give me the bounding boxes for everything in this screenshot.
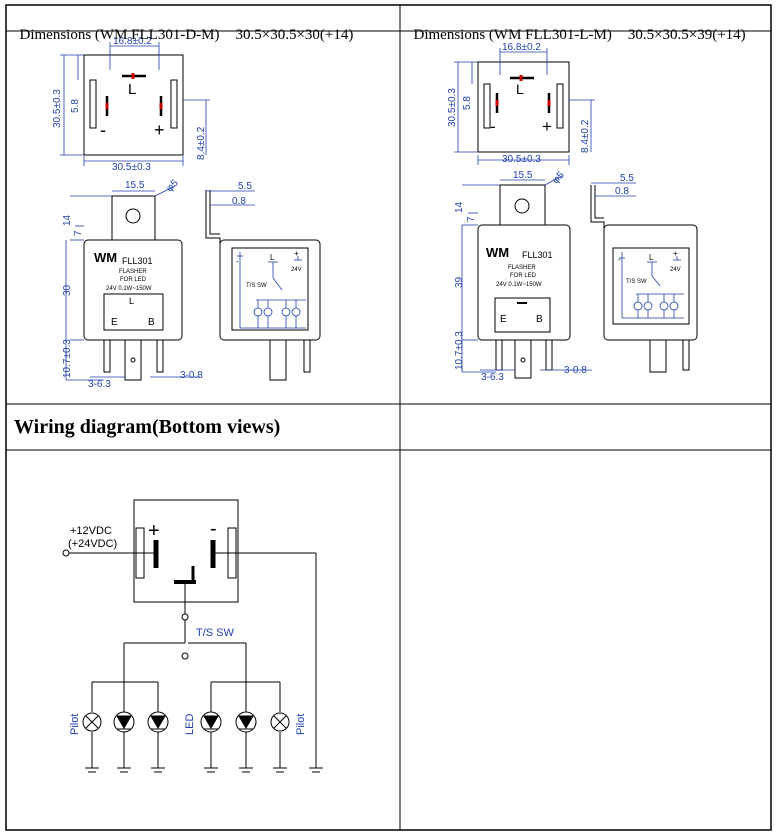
top-view-l: [454, 48, 595, 165]
dim-bracket-t-d: 0.8: [232, 196, 246, 207]
right-title-size: 30.5×30.5×39(+14): [627, 27, 746, 43]
internal-schematic-d: [237, 252, 306, 329]
dim-bracket-t-l: 0.8: [615, 186, 629, 197]
face-rating-d: 24V 0.1W~150W: [106, 286, 152, 292]
side-view-l: [590, 182, 698, 373]
supply-label-2: (+24VDC): [68, 538, 117, 550]
dim-tab-height-l: 14: [454, 201, 465, 213]
front-view-l: [461, 175, 592, 379]
led-3-icon: [200, 711, 222, 733]
face-l-d: L: [129, 296, 134, 306]
schem-plus-d: +: [294, 249, 299, 258]
internal-schematic-l: [619, 252, 684, 319]
brand-d: WM: [94, 250, 117, 265]
schem-sw-l: T/S SW: [626, 279, 647, 285]
pilot-lamp-left-icon: [82, 712, 102, 732]
front-view-d: [65, 185, 200, 381]
dim-tab-width-d: 15.5: [125, 180, 145, 191]
face-b-d: B: [148, 317, 155, 328]
ground-symbols: [85, 767, 323, 773]
dim-tab-offset-d: 7: [73, 230, 84, 236]
dim-bottom-width-l: 30.5±0.3: [502, 154, 541, 165]
right-cell-title: Dimensions (WM FLL301-L-M) 30.5×30.5×39(+…: [406, 10, 746, 44]
pin-label-minus-d: -: [100, 120, 106, 140]
face-line1-d: FLASHER: [119, 269, 147, 275]
schem-plus-l: +: [673, 249, 678, 258]
wiring-title: Wiring diagram(Bottom views): [14, 416, 281, 438]
dim-pin-thick-l: 3-0.8: [564, 365, 587, 376]
wiring-diagram: [62, 499, 323, 773]
dim-bracket-w-l: 5.5: [620, 173, 634, 184]
dim-right-height-l: 8.4±0.2: [580, 119, 591, 153]
face-line1-l: FLASHER: [508, 265, 536, 271]
dim-hole-d: φ5: [164, 178, 181, 195]
face-line2-l: FOR LED: [510, 273, 537, 279]
dim-body-height-l: 39: [454, 276, 465, 288]
led-label: LED: [184, 714, 196, 735]
dim-pin-spacing-l: 3-6.3: [481, 372, 504, 383]
dim-pin-spacing-d: 3-6.3: [88, 379, 111, 390]
dim-pin-length-l: 10.7±0.3: [454, 331, 465, 370]
face-e-l: E: [500, 314, 507, 325]
pin-label-plus-d: +: [154, 120, 165, 140]
schem-l-l: L: [649, 253, 654, 262]
dim-tab-offset-l: 7: [466, 216, 477, 222]
left-title-label: Dimensions (WM FLL301-D-M): [19, 27, 220, 43]
schem-minus-l: -: [618, 255, 621, 264]
pin-label-l-d: L: [128, 81, 136, 98]
dim-top-width-d: 16.8±0.2: [113, 36, 152, 47]
dim-right-height-d: 8.4±0.2: [196, 126, 207, 160]
wiring-minus: -: [210, 518, 217, 540]
pin-label-l-l: L: [516, 81, 524, 97]
schem-24v-d: 24V: [291, 267, 302, 273]
left-cell-title: Dimensions (WM FLL301-D-M) 30.5×30.5×30(+…: [12, 10, 354, 44]
dim-tab-height-d: 14: [62, 214, 73, 226]
schem-minus-d: -: [236, 257, 239, 266]
brand-l: WM: [486, 245, 509, 260]
pin-label-minus-l: -: [490, 117, 496, 136]
top-view-d: [60, 42, 210, 166]
switch-label: T/S SW: [196, 627, 235, 639]
schem-sw-d: T/S SW: [246, 283, 267, 289]
pilot-label-right: Pilot: [295, 714, 307, 735]
led-2-icon: [147, 711, 169, 733]
dim-body-height-d: 30: [62, 284, 73, 296]
dim-side-height-d: 30.5±0.3: [52, 89, 63, 128]
face-e-d: E: [111, 317, 118, 328]
face-rating-l: 24V 0.1W~150W: [496, 282, 542, 288]
left-title-size: 30.5×30.5×30(+14): [235, 27, 354, 43]
schem-l-d: L: [270, 253, 275, 262]
dim-inner-offset-l: 5.8: [462, 96, 473, 110]
dim-top-width-l: 16.8±0.2: [502, 42, 541, 53]
model-l: FLL301: [522, 250, 553, 260]
led-4-icon: [235, 711, 257, 733]
table-grid: [5, 4, 772, 831]
dim-bracket-w-d: 5.5: [238, 181, 252, 192]
face-b-l: B: [536, 314, 543, 325]
pilot-label-left: Pilot: [69, 714, 81, 735]
face-line2-d: FOR LED: [120, 277, 147, 283]
pilot-lamp-right-icon: [270, 712, 290, 732]
right-title-label: Dimensions (WM FLL301-L-M): [413, 27, 612, 43]
pin-label-plus-l: +: [542, 117, 552, 136]
model-d: FLL301: [122, 256, 153, 266]
dim-bottom-width-d: 30.5±0.3: [112, 162, 151, 173]
dim-side-height-l: 30.5±0.3: [447, 88, 458, 127]
dim-pin-length-d: 10.7±0.3: [62, 339, 73, 378]
supply-label-1: +12VDC: [70, 525, 112, 537]
dim-inner-offset-d: 5.8: [70, 99, 81, 113]
dim-pin-thick-d: 3-0.8: [180, 370, 203, 381]
led-1-icon: [113, 711, 135, 733]
schem-24v-l: 24V: [670, 267, 681, 273]
wiring-plus: +: [148, 520, 160, 542]
dim-tab-width-l: 15.5: [513, 170, 533, 181]
side-view-d: [205, 190, 321, 381]
dim-hole-l: φ5: [550, 170, 567, 187]
